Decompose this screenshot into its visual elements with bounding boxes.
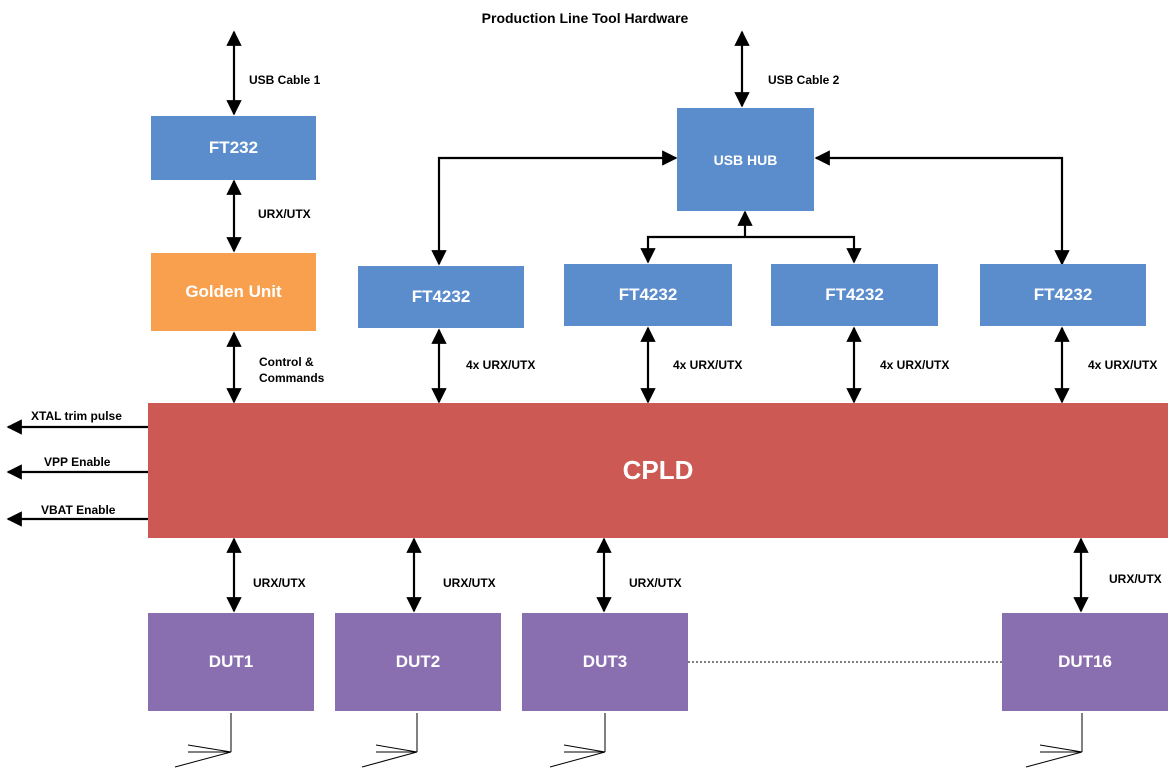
- usb-hub-block: USB HUB: [677, 108, 814, 211]
- xtal-trim-pulse-label: XTAL trim pulse: [31, 409, 122, 423]
- cpld-block: CPLD: [148, 403, 1168, 538]
- cpld-dut2-label: URX/UTX: [443, 576, 496, 590]
- ft4232-block-2: FT4232: [564, 264, 732, 326]
- diagram-title: Production Line Tool Hardware: [481, 10, 689, 26]
- dut3-antenna-icon: [549, 713, 606, 768]
- golden-cpld-label-line1: Control &: [259, 355, 314, 369]
- hub-ft4232-1-wire: [431, 150, 678, 266]
- cpld-dut1-label: URX/UTX: [253, 576, 306, 590]
- ft4232-3-cpld-label: 4x URX/UTX: [880, 358, 950, 372]
- dut16-antenna-icon: [1025, 713, 1083, 768]
- dut2-antenna-icon: [361, 713, 418, 768]
- ft4232-4-cpld-label: 4x URX/UTX: [1088, 358, 1158, 372]
- ft4232-block-4: FT4232: [980, 264, 1146, 326]
- ft232-golden-label: URX/UTX: [258, 207, 311, 221]
- dut16-block: DUT16: [1002, 613, 1168, 711]
- dut1-antenna-icon: [174, 713, 232, 768]
- ft232-block: FT232: [151, 116, 316, 180]
- hub-ft4232-2-wire: [640, 235, 745, 264]
- dut2-block: DUT2: [335, 613, 501, 711]
- golden-unit-block: Golden Unit: [151, 253, 316, 331]
- ft4232-2-cpld-label: 4x URX/UTX: [673, 358, 743, 372]
- vbat-enable-label: VBAT Enable: [41, 503, 116, 517]
- ft4232-1-cpld-label: 4x URX/UTX: [466, 358, 536, 372]
- hub-ft4232-3-wire: [745, 235, 862, 264]
- cpld-dut16-label: URX/UTX: [1109, 572, 1162, 586]
- ft4232-block-1: FT4232: [358, 266, 524, 328]
- dut3-block: DUT3: [522, 613, 688, 711]
- cpld-dut3-label: URX/UTX: [629, 576, 682, 590]
- vpp-enable-label: VPP Enable: [44, 455, 111, 469]
- usb-cable-1-label: USB Cable 1: [249, 73, 321, 87]
- hub-ft4232-4-wire: [814, 150, 1070, 266]
- ft4232-block-3: FT4232: [771, 264, 938, 326]
- golden-cpld-label-line2: Commands: [259, 371, 325, 385]
- usb-cable-2-label: USB Cable 2: [768, 73, 840, 87]
- dut1-block: DUT1: [148, 613, 314, 711]
